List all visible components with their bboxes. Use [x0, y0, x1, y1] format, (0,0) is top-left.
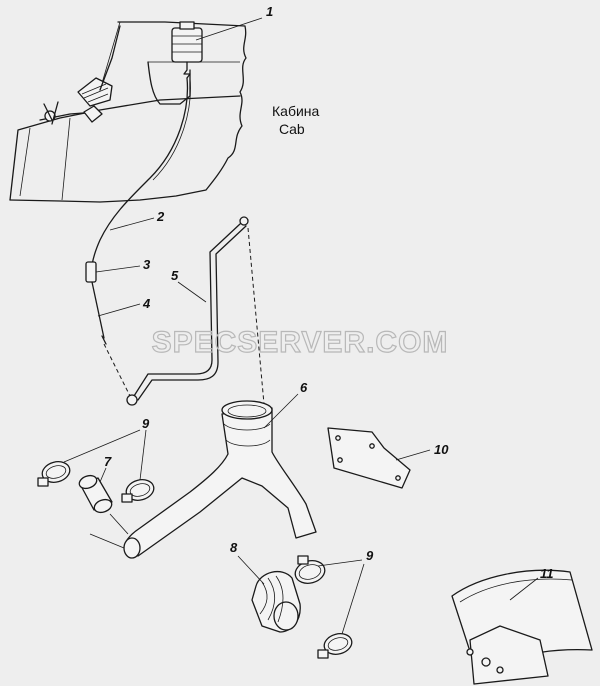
- part-11-shield: [451, 569, 593, 685]
- callout-5: 5: [171, 268, 179, 283]
- bracket-line: [147, 61, 191, 105]
- callout-8: 8: [230, 540, 238, 555]
- part-10-plate: [327, 427, 411, 489]
- part-9-clamp-right: [121, 479, 155, 503]
- leader-lines: [63, 17, 539, 635]
- assembly-line-tube-upper: [247, 227, 265, 405]
- callout-9-upper: 9: [142, 416, 150, 431]
- callout-11: 11: [540, 566, 554, 581]
- callout-1: 1: [266, 4, 273, 19]
- part-8-elbow: [251, 570, 301, 633]
- callout-10: 10: [434, 442, 449, 457]
- part-5-tube: [126, 216, 249, 406]
- part-9-clamp-upper: [294, 555, 326, 584]
- part-4-hose: [91, 281, 105, 339]
- part-1-reservoir: [171, 21, 203, 79]
- callout-7: 7: [104, 454, 112, 469]
- callout-6: 6: [300, 380, 308, 395]
- cab-label-en: Cab: [279, 121, 305, 137]
- clutch-pedal-assembly: [39, 25, 191, 125]
- callout-3: 3: [143, 257, 151, 272]
- part-3-connector: [85, 261, 97, 283]
- callout-2: 2: [156, 209, 165, 224]
- assembly-line-tube-lower: [103, 343, 131, 397]
- cab-wall: [9, 21, 247, 203]
- pedal-arm: [99, 25, 121, 91]
- callout-9-lower: 9: [366, 548, 374, 563]
- part-7-sleeve: [78, 474, 113, 514]
- cab-label-ru: Кабина: [272, 103, 320, 119]
- callout-4: 4: [142, 296, 151, 311]
- part-6-housing: [123, 400, 317, 559]
- part-9-clamp-left: [37, 461, 71, 487]
- pedal-pad: [77, 77, 113, 107]
- part-2-hose: [90, 77, 189, 281]
- watermark: SPECSERVER.COM: [152, 326, 449, 359]
- part-9-clamp-lower: [317, 633, 353, 659]
